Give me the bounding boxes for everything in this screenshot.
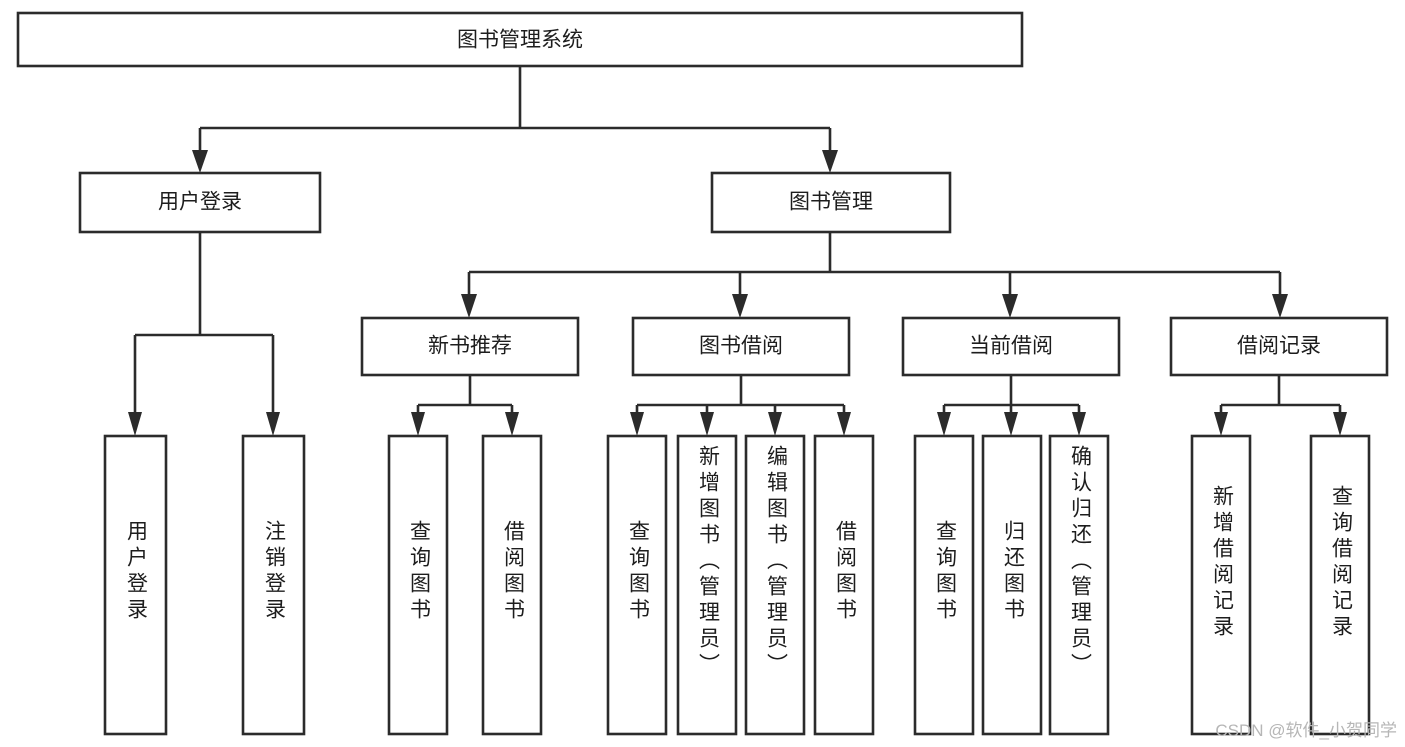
node-root-label: 图书管理系统 bbox=[457, 29, 583, 52]
node-leaf-query-record-label: 查询借阅记录 bbox=[1330, 485, 1354, 641]
edge-newbook-trunk bbox=[416, 375, 514, 414]
node-leaf-query-book-3-box[interactable] bbox=[913, 434, 975, 736]
arrowhead-to-leaf-query-book-1 bbox=[411, 412, 425, 436]
node-leaf-confirm-return[interactable]: 确认归还（管理员） bbox=[1048, 434, 1110, 736]
arrowhead-to-book-manage bbox=[822, 150, 838, 173]
node-book-borrow-box[interactable] bbox=[631, 316, 851, 377]
node-root-box[interactable] bbox=[16, 11, 1024, 68]
node-leaf-query-book-2[interactable]: 查询图书 bbox=[606, 434, 668, 736]
node-leaf-confirm-return-box[interactable] bbox=[1048, 434, 1110, 736]
node-leaf-query-book-1[interactable]: 查询图书 bbox=[387, 434, 449, 736]
node-leaf-query-book-1-label: 查询图书 bbox=[408, 520, 432, 624]
node-book-borrow[interactable]: 图书借阅 bbox=[631, 316, 851, 377]
node-current-borrow[interactable]: 当前借阅 bbox=[901, 316, 1121, 377]
node-leaf-user-login-label: 用户登录 bbox=[125, 520, 149, 624]
node-new-book-recommend-label: 新书推荐 bbox=[428, 335, 512, 358]
node-new-book-recommend-box[interactable] bbox=[360, 316, 580, 377]
arrowhead-to-leaf-return-book bbox=[1004, 412, 1018, 436]
node-book-manage-label: 图书管理 bbox=[789, 191, 873, 214]
node-leaf-edit-book-box[interactable] bbox=[744, 434, 806, 736]
node-leaf-return-book[interactable]: 归还图书 bbox=[981, 434, 1043, 736]
node-leaf-borrow-book-1-box[interactable] bbox=[481, 434, 543, 736]
node-leaf-query-book-2-label: 查询图书 bbox=[627, 520, 651, 624]
node-borrow-record[interactable]: 借阅记录 bbox=[1169, 316, 1389, 377]
arrowhead-to-leaf-edit-book bbox=[768, 412, 782, 436]
node-leaf-query-book-3[interactable]: 查询图书 bbox=[913, 434, 975, 736]
node-leaf-query-record-box[interactable] bbox=[1309, 434, 1371, 736]
node-leaf-query-book-1-box[interactable] bbox=[387, 434, 449, 736]
arrowhead-to-book-borrow bbox=[732, 294, 748, 318]
node-leaf-add-record[interactable]: 新增借阅记录 bbox=[1190, 434, 1252, 736]
node-leaf-query-book-3-label: 查询图书 bbox=[934, 520, 958, 624]
edge-borrowrecord-trunk bbox=[1219, 375, 1342, 414]
arrowhead-to-leaf-confirm-return bbox=[1072, 412, 1086, 436]
arrowhead-to-user-login bbox=[192, 150, 208, 173]
node-current-borrow-box[interactable] bbox=[901, 316, 1121, 377]
node-leaf-return-book-box[interactable] bbox=[981, 434, 1043, 736]
node-leaf-edit-book-label: 编辑图书（管理员） bbox=[765, 445, 789, 679]
node-new-book-recommend[interactable]: 新书推荐 bbox=[360, 316, 580, 377]
edge-bookborrow-trunk bbox=[635, 375, 846, 414]
node-leaf-logout-box[interactable] bbox=[241, 434, 306, 736]
node-leaf-confirm-return-label: 确认归还（管理员） bbox=[1069, 445, 1093, 679]
edge-root-trunk bbox=[198, 66, 832, 152]
node-leaf-add-record-label: 新增借阅记录 bbox=[1211, 485, 1235, 641]
arrowhead-to-leaf-borrow-book-1 bbox=[505, 412, 519, 436]
arrowhead-to-leaf-borrow-book-2 bbox=[837, 412, 851, 436]
edge-currentborrow-trunk bbox=[942, 375, 1081, 414]
node-leaf-borrow-book-2[interactable]: 借阅图书 bbox=[813, 434, 875, 736]
arrowhead-to-leaf-user-login bbox=[128, 412, 142, 436]
arrowhead-to-current-borrow bbox=[1002, 294, 1018, 318]
node-leaf-borrow-book-2-box[interactable] bbox=[813, 434, 875, 736]
node-leaf-borrow-book-1-label: 借阅图书 bbox=[502, 520, 526, 624]
node-borrow-record-label: 借阅记录 bbox=[1237, 335, 1321, 358]
node-book-manage-box[interactable] bbox=[710, 171, 952, 234]
node-leaf-add-book-label: 新增图书（管理员） bbox=[697, 445, 721, 679]
arrowhead-to-borrow-record bbox=[1272, 294, 1288, 318]
node-leaf-add-book-box[interactable] bbox=[676, 434, 738, 736]
arrowhead-to-leaf-add-record bbox=[1214, 412, 1228, 436]
node-user-login-label: 用户登录 bbox=[158, 191, 242, 214]
node-leaf-user-login[interactable]: 用户登录 bbox=[103, 434, 168, 736]
node-book-borrow-label: 图书借阅 bbox=[699, 335, 783, 358]
node-leaf-logout[interactable]: 注销登录 bbox=[241, 434, 306, 736]
node-borrow-record-box[interactable] bbox=[1169, 316, 1389, 377]
node-leaf-user-login-box[interactable] bbox=[103, 434, 168, 736]
node-user-login[interactable]: 用户登录 bbox=[78, 171, 322, 234]
node-leaf-return-book-label: 归还图书 bbox=[1002, 520, 1026, 624]
node-leaf-add-record-box[interactable] bbox=[1190, 434, 1252, 736]
node-leaf-logout-label: 注销登录 bbox=[263, 520, 287, 624]
arrowhead-to-leaf-query-book-3 bbox=[937, 412, 951, 436]
node-leaf-query-book-2-box[interactable] bbox=[606, 434, 668, 736]
edge-userlogin-trunk bbox=[133, 232, 275, 414]
node-book-manage[interactable]: 图书管理 bbox=[710, 171, 952, 234]
arrowhead-to-leaf-query-record bbox=[1333, 412, 1347, 436]
arrowhead-to-new-book-recommend bbox=[461, 294, 477, 318]
node-leaf-edit-book[interactable]: 编辑图书（管理员） bbox=[744, 434, 806, 736]
node-leaf-query-record[interactable]: 查询借阅记录 bbox=[1309, 434, 1371, 736]
edge-bookmanage-trunk bbox=[467, 232, 1282, 296]
node-leaf-borrow-book-1[interactable]: 借阅图书 bbox=[481, 434, 543, 736]
arrowhead-to-leaf-logout bbox=[266, 412, 280, 436]
node-leaf-add-book[interactable]: 新增图书（管理员） bbox=[676, 434, 738, 736]
csdn-watermark: CSDN @软件_小贺同学 bbox=[1215, 721, 1397, 740]
arrowhead-to-leaf-add-book bbox=[700, 412, 714, 436]
node-user-login-box[interactable] bbox=[78, 171, 322, 234]
node-current-borrow-label: 当前借阅 bbox=[969, 335, 1053, 358]
connector-layer bbox=[128, 66, 1347, 436]
node-leaf-borrow-book-2-label: 借阅图书 bbox=[834, 520, 858, 624]
node-root[interactable]: 图书管理系统 bbox=[16, 11, 1024, 68]
arrowhead-to-leaf-query-book-2 bbox=[630, 412, 644, 436]
